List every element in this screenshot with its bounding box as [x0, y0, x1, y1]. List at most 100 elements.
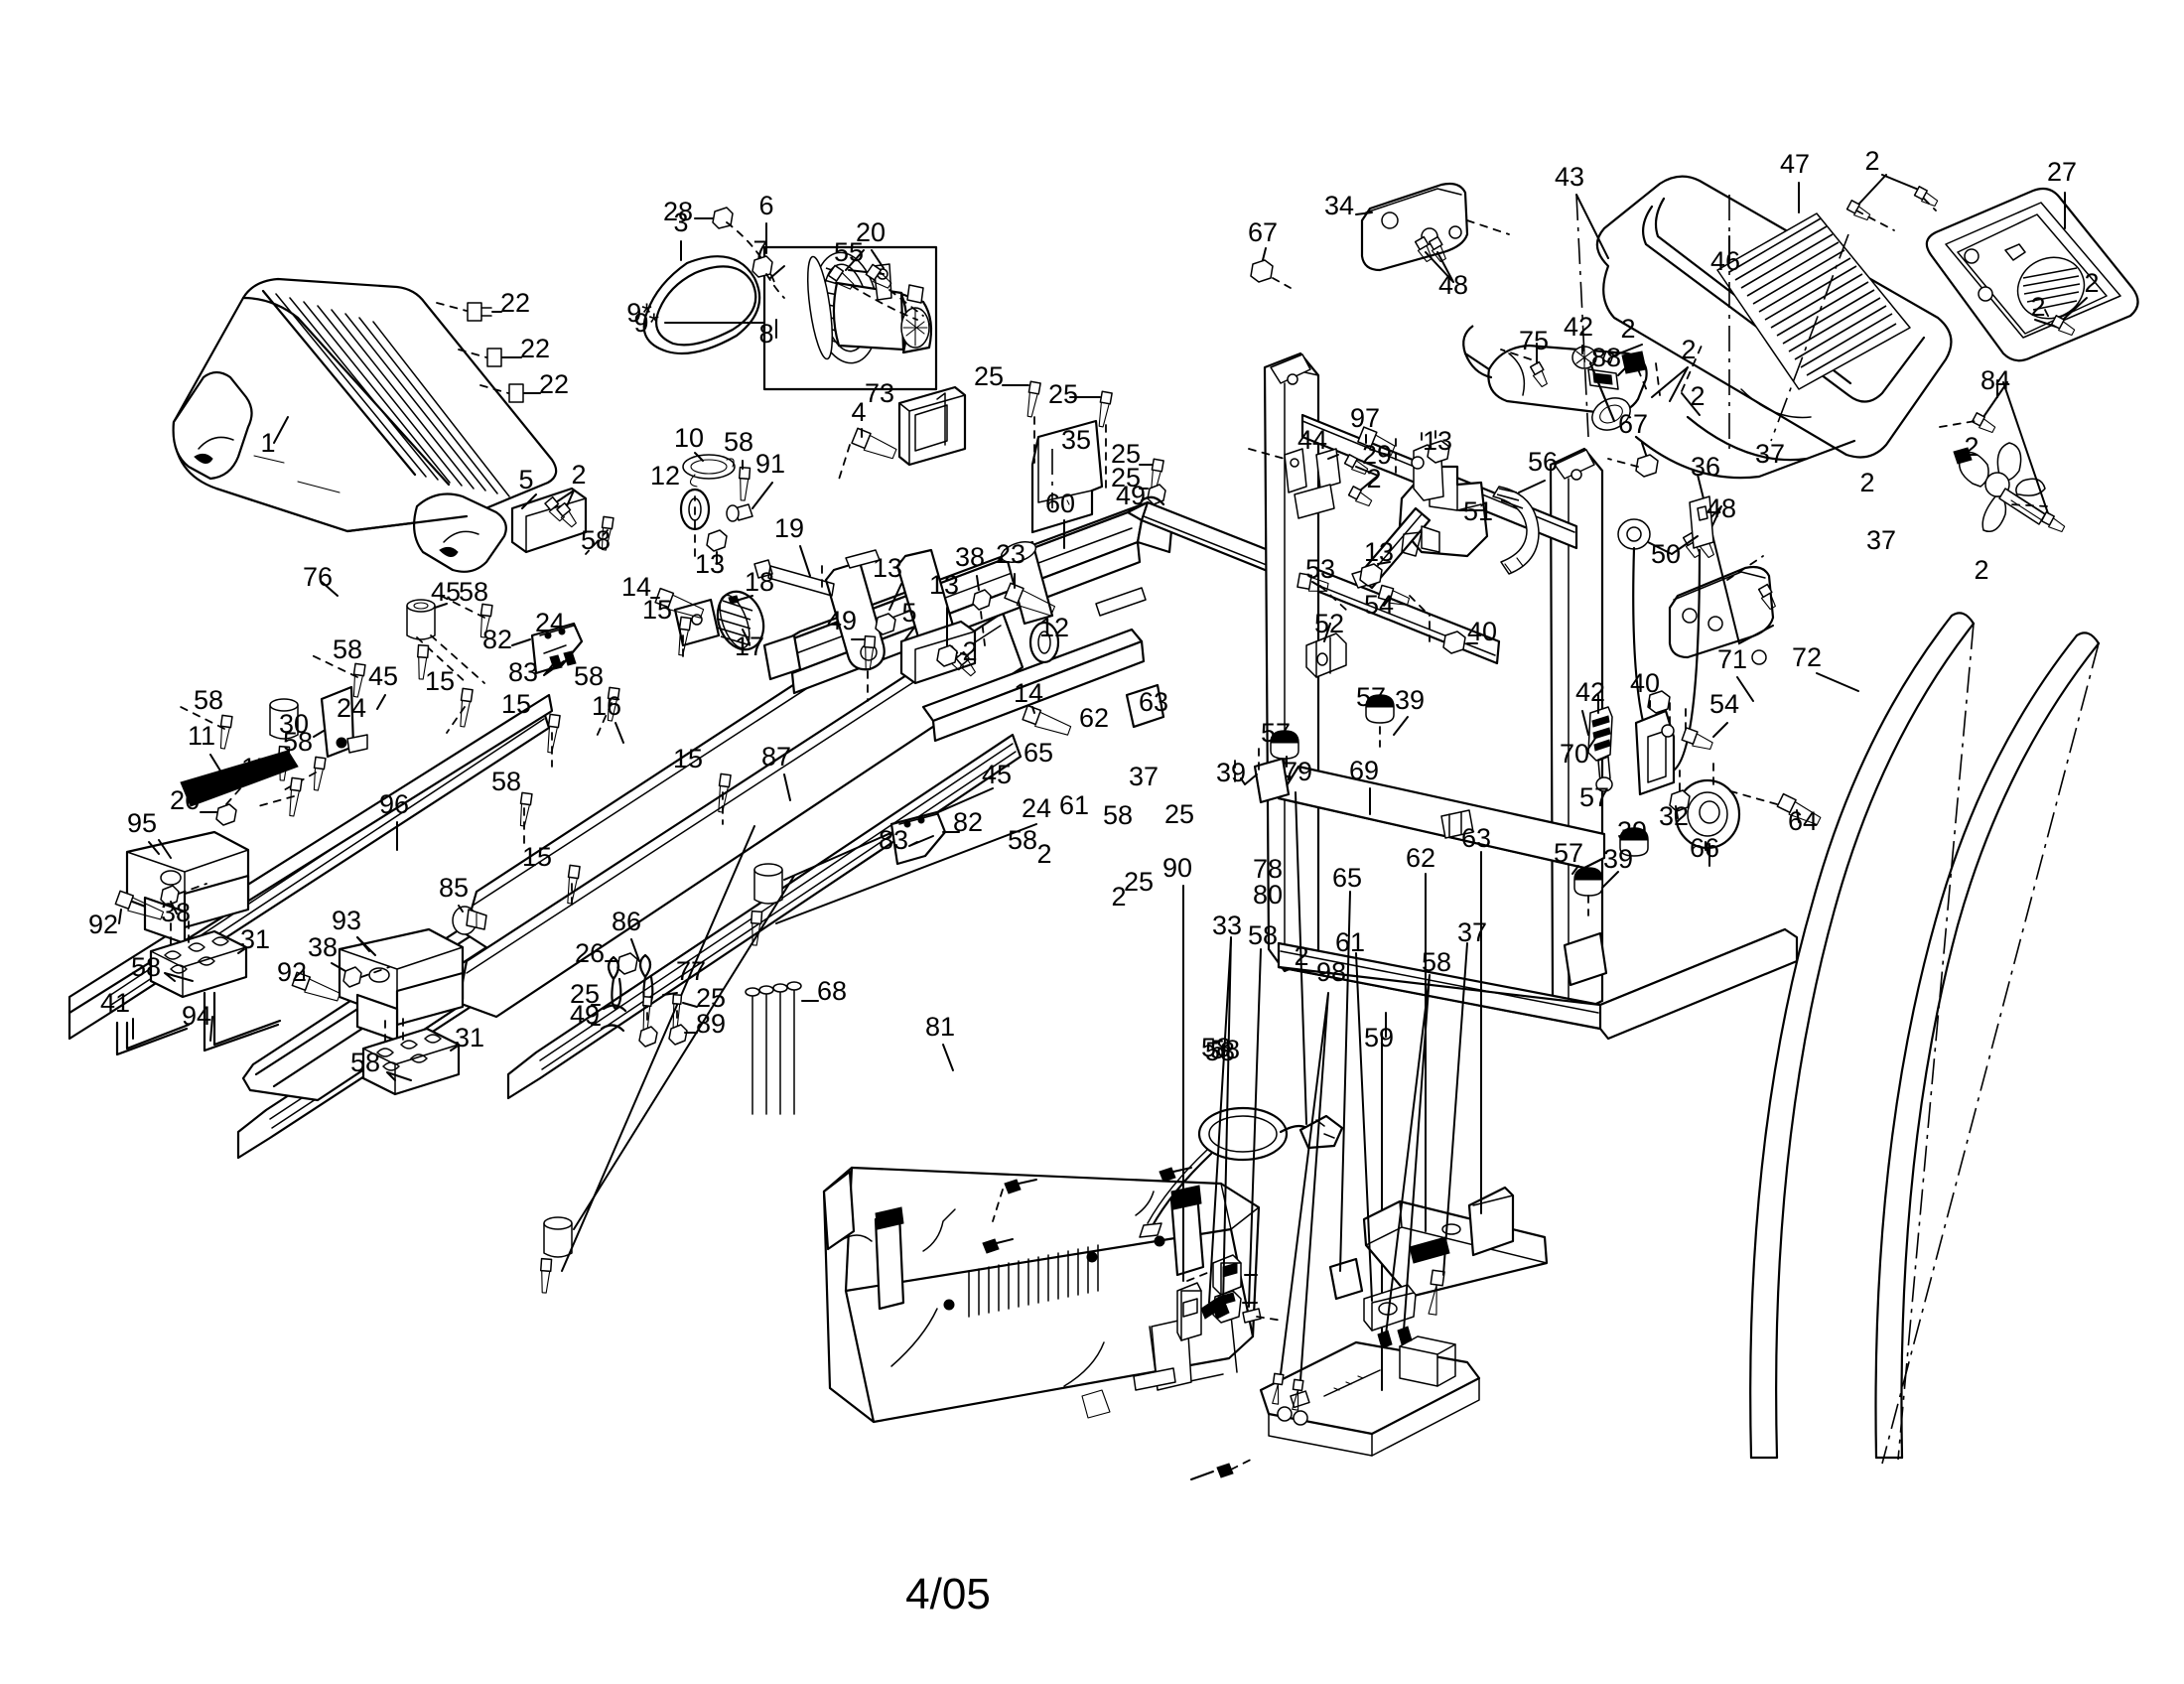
part-callout-2: 2: [1974, 555, 1988, 585]
part-callout-5: 5: [518, 465, 533, 494]
part-bolt-92a: [114, 883, 207, 924]
part-rear-endcap-right: [1328, 851, 1549, 1349]
part-callout-80: 80: [1253, 880, 1283, 910]
part-callout-54: 54: [1709, 689, 1739, 719]
part-callout-71: 71: [1717, 644, 1747, 674]
part-callout-49: 49: [1116, 481, 1146, 510]
part-bracket-44: [1248, 448, 1379, 519]
part-screws-58-group: [176, 515, 620, 849]
part-screw-2-pan: [982, 1167, 1252, 1480]
part-callout-81: 81: [925, 1012, 955, 1042]
part-wrench-94: [203, 991, 282, 1052]
part-callout-31: 31: [455, 1023, 484, 1052]
part-callout-58: 58: [459, 577, 488, 607]
part-callout-88: 88: [1591, 343, 1621, 372]
part-callout-37: 37: [1755, 439, 1785, 469]
part-deck-board: [457, 611, 1024, 1019]
part-bolt-97: [1357, 426, 1397, 474]
part-callout-39: 39: [1617, 816, 1647, 846]
date-label: 4/05: [905, 1570, 991, 1618]
part-callout-55: 55: [834, 237, 864, 267]
part-nut-13-group: [1359, 430, 1450, 587]
part-callout-2: 2: [1864, 146, 1879, 176]
part-callout-39: 39: [1216, 758, 1246, 787]
part-callout-38: 38: [161, 898, 191, 927]
part-nut-32: [1669, 770, 1691, 819]
part-callout-76: 76: [303, 562, 333, 592]
leader-81: [942, 1044, 954, 1071]
part-callout-58: 58: [1008, 825, 1037, 855]
part-callout-45: 45: [431, 577, 461, 607]
part-foot-pad-31b: [361, 1018, 461, 1096]
part-callout-25: 25: [1111, 463, 1141, 492]
part-callout-52: 52: [1314, 609, 1344, 638]
part-callout-7: 7: [752, 235, 767, 265]
part-callout-2: 2: [1681, 335, 1696, 364]
part-callout-11: 11: [188, 721, 215, 751]
part-callout-58: 58: [1210, 1035, 1240, 1064]
part-callout-15: 15: [522, 842, 552, 872]
part-callout-83: 83: [508, 657, 538, 687]
part-bolt-23: [936, 573, 1056, 667]
leader-1: [273, 416, 289, 444]
part-callout-67: 67: [1618, 409, 1648, 439]
part-callout-58: 58: [1422, 947, 1451, 977]
part-callout-13: 13: [929, 570, 959, 600]
part-callout-15: 15: [425, 666, 455, 696]
part-callout-37: 37: [1129, 762, 1159, 791]
part-callout-58: 58: [131, 952, 161, 982]
part-callout-41: 41: [100, 988, 130, 1018]
part-main-frame-60: [762, 500, 1501, 743]
part-callout-69: 69: [1349, 756, 1379, 785]
part-callout-82: 82: [482, 625, 512, 654]
part-long-bolt-68: [745, 981, 819, 1115]
part-callout-84: 84: [1980, 365, 2010, 395]
part-callout-25: 25: [570, 979, 600, 1009]
part-callout-32: 32: [1659, 801, 1689, 831]
part-callout-49: 49: [570, 1000, 600, 1030]
part-callout-62: 62: [1079, 703, 1109, 733]
part-callout-40: 40: [1630, 668, 1660, 698]
part-callout-79: 79: [1283, 757, 1312, 786]
part-drive-belt: [642, 240, 761, 355]
part-bracket-82-b: [889, 810, 960, 866]
part-callout-56: 56: [1528, 447, 1558, 477]
part-screws-15-group: [257, 616, 732, 912]
part-harness-56: [1492, 480, 1546, 575]
leader-86: [630, 938, 640, 962]
part-callout-58: 58: [1103, 800, 1133, 830]
part-callout-39: 39: [1395, 685, 1425, 715]
part-callout-26: 26: [170, 785, 200, 815]
part-console-back-27: [1925, 187, 2139, 362]
part-callout-48: 48: [1438, 270, 1468, 300]
part-callout-62: 62: [1406, 843, 1435, 873]
part-callout-2: 2: [1690, 381, 1705, 411]
part-callout-92: 92: [88, 910, 118, 939]
part-callout-37: 37: [1866, 525, 1896, 555]
part-foot-93: [338, 927, 465, 1043]
part-callout-58: 58: [350, 1048, 380, 1077]
part-callout-66: 66: [1690, 833, 1719, 863]
part-wheel-66: [1674, 760, 1741, 851]
part-callout-36: 36: [1691, 452, 1720, 482]
part-bolt-14-left: [650, 587, 705, 619]
part-motor-fasteners: [694, 207, 785, 299]
part-callout-2: 2: [1620, 314, 1635, 344]
part-pin-85: [452, 905, 487, 935]
part-callout-38: 38: [308, 932, 338, 962]
centerline-console-2: [1770, 233, 1849, 442]
part-callout-22: 22: [500, 288, 530, 318]
part-callout-63: 63: [1461, 823, 1491, 853]
part-callout-58: 58: [1248, 920, 1278, 950]
part-callout-92: 92: [277, 957, 307, 987]
part-callout-25: 25: [696, 983, 726, 1013]
part-callout-57: 57: [1261, 718, 1291, 748]
leader-43: [1575, 194, 1609, 259]
part-callout-26: 26: [575, 938, 605, 968]
part-callout-25: 25: [974, 361, 1004, 391]
part-callout-96: 96: [379, 789, 409, 819]
part-callout-25: 25: [1164, 799, 1194, 829]
part-callout-19: 19: [774, 513, 804, 543]
